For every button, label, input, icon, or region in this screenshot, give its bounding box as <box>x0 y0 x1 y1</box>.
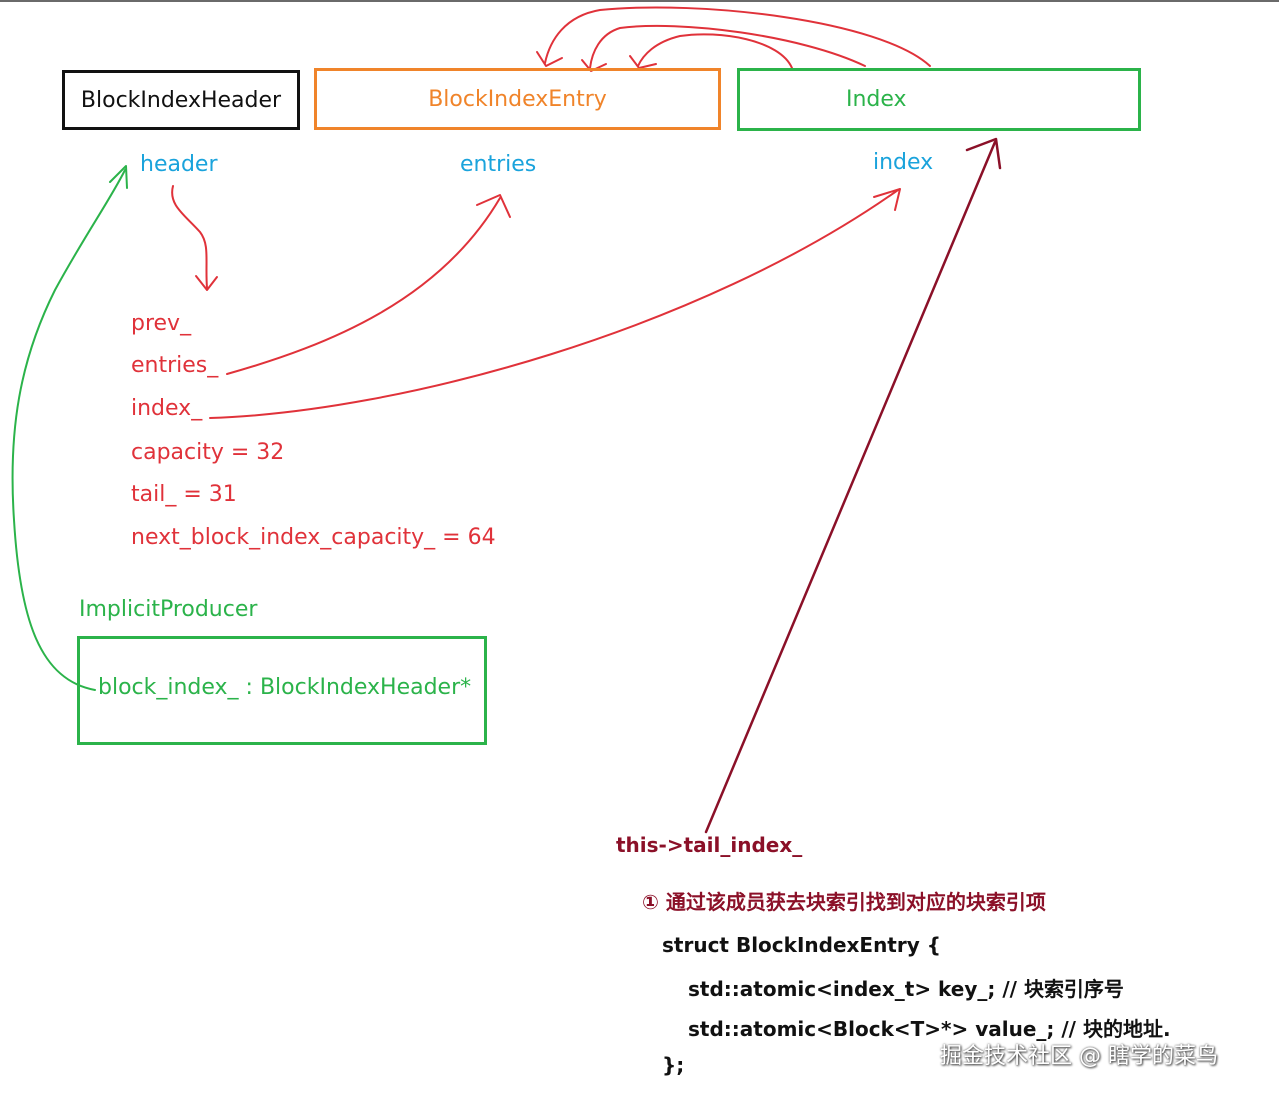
code-line-value: std::atomic<Block<T>*> value_; // 块的地址. <box>688 1017 1171 1041</box>
header-label: header <box>140 152 218 177</box>
block-index-entry-box: BlockIndexEntry <box>314 68 721 130</box>
index-field-arrowhead <box>873 188 901 211</box>
top-border <box>0 0 1279 2</box>
producer-to-header-arrowhead <box>109 165 128 189</box>
index-to-entry-loop-2-head <box>581 59 607 72</box>
index-box-label: Index <box>846 87 907 112</box>
block-index-header-label: BlockIndexHeader <box>80 87 282 113</box>
field-capacity: capacity = 32 <box>131 440 285 465</box>
index-box: Index <box>737 68 1141 131</box>
header-to-fields-arrow <box>171 185 208 289</box>
field-index: index_ <box>131 396 203 421</box>
tail-index-arrow <box>704 140 997 834</box>
index-field-arrow <box>209 189 899 419</box>
code-line-close: }; <box>662 1053 685 1077</box>
index-to-entry-loop-2 <box>589 24 866 69</box>
annotation-note: ① 通过该成员获去块索引找到对应的块索引项 <box>642 890 1046 914</box>
index-to-entry-loop-1 <box>544 6 931 67</box>
block-index-header-box: BlockIndexHeader <box>62 70 300 130</box>
producer-box: block_index_ : BlockIndexHeader* <box>77 636 487 745</box>
index-label: index <box>873 150 934 175</box>
index-to-entry-loop-3 <box>637 33 793 69</box>
producer-member: block_index_ : BlockIndexHeader* <box>98 675 472 700</box>
field-next-capacity: next_block_index_capacity_ = 64 <box>131 525 496 550</box>
entries-label: entries <box>460 152 537 177</box>
header-to-fields-arrowhead <box>195 275 218 291</box>
producer-title: ImplicitProducer <box>79 597 258 622</box>
code-line-struct: struct BlockIndexEntry { <box>662 933 941 957</box>
field-tail: tail_ = 31 <box>131 482 237 507</box>
entries-field-arrow <box>226 197 501 375</box>
block-index-entry-label: BlockIndexEntry <box>428 86 607 112</box>
entries-field-arrowhead <box>476 194 511 218</box>
code-line-key: std::atomic<index_t> key_; // 块索引序号 <box>688 977 1124 1001</box>
field-entries: entries_ <box>131 353 219 378</box>
field-prev: prev_ <box>131 311 192 336</box>
watermark: 掘金技术社区 @ 瞎学的菜鸟 <box>940 1044 1218 1069</box>
producer-to-header-arrow <box>11 169 126 691</box>
tail-index-arrowhead <box>965 137 1002 170</box>
tail-index-label: this->tail_index_ <box>616 833 803 857</box>
index-to-entry-loop-1-head <box>536 51 563 67</box>
